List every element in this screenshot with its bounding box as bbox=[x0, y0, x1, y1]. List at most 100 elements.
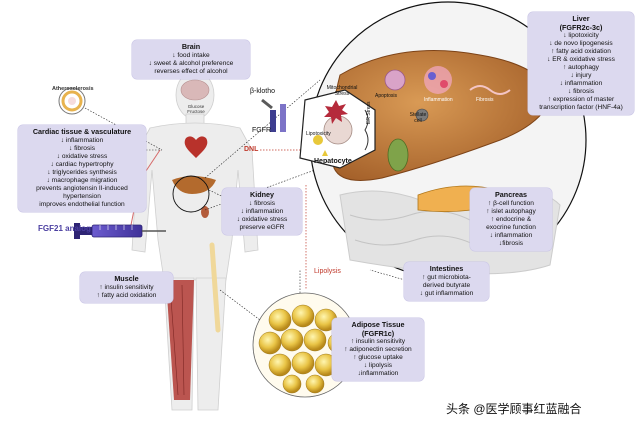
muscle-fibres bbox=[169, 284, 185, 396]
cardiac-box: Cardiac tissue & vasculature↓ inflammati… bbox=[18, 125, 146, 212]
cardiac-effect-line: ↓ triglycerides synthesis bbox=[47, 168, 117, 176]
brain-box: Brain↓ food intake↓ sweet & alcohol pref… bbox=[132, 40, 250, 79]
liver-effect-line: ↑ autophagy bbox=[563, 64, 599, 71]
liver-title: Liver bbox=[572, 14, 590, 23]
liver-effect-line: ↓ injury bbox=[570, 72, 592, 79]
kidney-effect-line: ↓ inflammation bbox=[240, 207, 284, 215]
liver-effect-line: ↑ fatty acid oxidation bbox=[551, 48, 611, 55]
pancreas-title: Pancreas bbox=[495, 190, 527, 199]
pancreas-effect-line: exocrine function bbox=[486, 223, 536, 231]
fibrosis-label: Fibrosis bbox=[476, 97, 494, 103]
syringe-icon bbox=[74, 223, 166, 239]
pancreas-effect-line: ↑ islet autophagy bbox=[486, 207, 536, 215]
muscle-effect-line: ↑ fatty acid oxidation bbox=[96, 291, 157, 299]
liver-box: Liver(FGFR2c-3c)↓ lipotoxicity↓ de novo … bbox=[528, 12, 634, 115]
cardiac-effect-line: hypertension bbox=[63, 192, 101, 200]
fibrosis-fibre bbox=[469, 85, 511, 95]
mito-stress-label: Mitochondrial Stress bbox=[326, 85, 358, 97]
liver-effect-line: ↓ de novo lipogenesis bbox=[549, 40, 613, 47]
intestines-effect-line: ↓ gut inflammation bbox=[419, 289, 474, 297]
brain-effect-line: ↓ food intake bbox=[172, 51, 210, 59]
muscle-title: Muscle bbox=[114, 274, 139, 283]
inflammation-cell bbox=[428, 72, 436, 80]
brain-title: Brain bbox=[181, 42, 201, 51]
liver-effect-line: ↓ lipotoxicity bbox=[563, 32, 599, 39]
intestines-effect-line: ↑ gut microbiota- bbox=[422, 273, 471, 281]
pancreas-effect-line: ↑ endocrine & bbox=[490, 215, 532, 223]
adipose-effect-line: ↓inflammation bbox=[357, 370, 399, 377]
adipose-effect-line: ↑ glucose uptake bbox=[353, 354, 403, 361]
kidney-box: Kidney↓ fibrosis↓ inflammation↓ oxidativ… bbox=[222, 188, 302, 235]
kidney-small bbox=[201, 206, 209, 218]
pancreas-effect-line: ↑ β-cell function bbox=[488, 199, 534, 207]
intestines-box: Intestines↑ gut microbiota-derived butyr… bbox=[404, 262, 489, 301]
liver-subtitle: (FGFR2c-3c) bbox=[559, 22, 603, 32]
dnl-label: DNL bbox=[244, 146, 259, 153]
thigh-fat bbox=[209, 242, 221, 333]
stellate-cell-label: Stellate cell bbox=[409, 112, 427, 124]
liver-effect-line: ↑ expression of master bbox=[547, 96, 615, 103]
pancreas-box: Pancreas↑ β-cell function↑ islet autopha… bbox=[470, 188, 552, 251]
inflammation-glow bbox=[424, 66, 452, 94]
cardiac-title: Cardiac tissue & vasculature bbox=[32, 127, 132, 136]
intestines-effect-line: derived butyrate bbox=[422, 281, 471, 289]
cardiac-effect-line: ↓ cardiac hypertrophy bbox=[50, 160, 114, 168]
kidney-title: Kidney bbox=[250, 190, 274, 199]
fgfr-label: FGFR bbox=[252, 127, 272, 134]
kidney-effect-line: ↓ oxidative stress bbox=[236, 215, 288, 223]
cardiac-effect-line: ↓ inflammation bbox=[60, 136, 104, 144]
adipose-effect-line: ↓ lipolysis bbox=[363, 362, 393, 369]
hepatocyte-nucleus bbox=[323, 115, 353, 145]
pancreas-effect-line: ↓ inflammation bbox=[489, 231, 533, 239]
muscle-leg bbox=[166, 280, 194, 400]
lipid-droplet bbox=[313, 135, 323, 145]
receptor-icon bbox=[261, 98, 286, 132]
lipid-droplet-2 bbox=[322, 150, 328, 156]
liver-effect-line: ↓ inflammation bbox=[559, 80, 603, 87]
adipose-effect-line: ↑ insulin sensitivity bbox=[350, 338, 406, 345]
kidney-effect-line: ↓ fibrosis bbox=[248, 199, 275, 207]
hepatocyte-label: Hepatocyte bbox=[314, 158, 352, 165]
heart-organ bbox=[184, 136, 208, 158]
cardiac-effect-line: ↓ fibrosis bbox=[68, 144, 95, 152]
adipose-subtitle: (FGFR1c) bbox=[361, 328, 395, 338]
inflammation-label: Inflammation bbox=[424, 97, 453, 103]
human-body bbox=[131, 70, 259, 411]
adipose-box: Adipose Tissue(FGFR1c)↑ insulin sensitiv… bbox=[332, 318, 424, 381]
cardiac-effect-line: prevents angiotensin II-induced bbox=[36, 184, 128, 192]
muscle-box: Muscle↑ insulin sensitivity↑ fatty acid … bbox=[80, 272, 173, 303]
connector-lines bbox=[84, 68, 475, 321]
lipotoxicity-label: Lipotoxicity bbox=[306, 131, 331, 137]
liver-effect-line: ↓ ER & oxidative stress bbox=[547, 56, 615, 63]
cardiac-effect-line: improves endothelial function bbox=[39, 200, 125, 208]
atherosclerosis-label: Atherosclerosis bbox=[52, 86, 94, 92]
liver-circle bbox=[172, 175, 210, 213]
lipolysis-label: Lipolysis bbox=[314, 268, 341, 275]
adipocytes bbox=[258, 304, 349, 394]
adipose-title: Adipose Tissue bbox=[351, 320, 405, 329]
brain-effect-line: reverses effect of alcohol bbox=[154, 67, 228, 75]
apoptosis-label: Apoptosis bbox=[375, 93, 397, 99]
adipose-effect-line: ↑ adiponectin secretion bbox=[344, 346, 412, 353]
fgf21-analog-label: FGF21 analog bbox=[38, 224, 91, 233]
watermark-text: 头条 @医学顾事红蓝融合 bbox=[446, 402, 582, 416]
intestines-title: Intestines bbox=[429, 264, 464, 273]
cardiac-effect-line: ↓ oxidative stress bbox=[56, 152, 108, 160]
er-stress-icon bbox=[364, 109, 369, 151]
artery-wall bbox=[61, 90, 83, 112]
brain-organ bbox=[180, 79, 210, 101]
liver-effect-line: transcription factor (HNF-4a) bbox=[539, 104, 623, 111]
apoptosis-cell bbox=[384, 69, 406, 91]
er-stress-label: ER Stress bbox=[366, 101, 372, 124]
liver-effect-line: ↓ fibrosis bbox=[567, 88, 594, 95]
mito-stress-icon bbox=[324, 100, 348, 124]
stellate-cell bbox=[415, 108, 429, 122]
beta-klotho-label: β-klotho bbox=[250, 88, 276, 95]
gallbladder bbox=[387, 138, 409, 172]
inflammation-cell-2 bbox=[440, 80, 448, 88]
kidney-effect-line: preserve eGFR bbox=[239, 223, 285, 231]
brain-effect-line: ↓ sweet & alcohol preference bbox=[148, 59, 234, 67]
glucose-fructose-label: Glucose Fructose bbox=[187, 104, 205, 114]
muscle-effect-line: ↑ insulin sensitivity bbox=[99, 283, 154, 291]
